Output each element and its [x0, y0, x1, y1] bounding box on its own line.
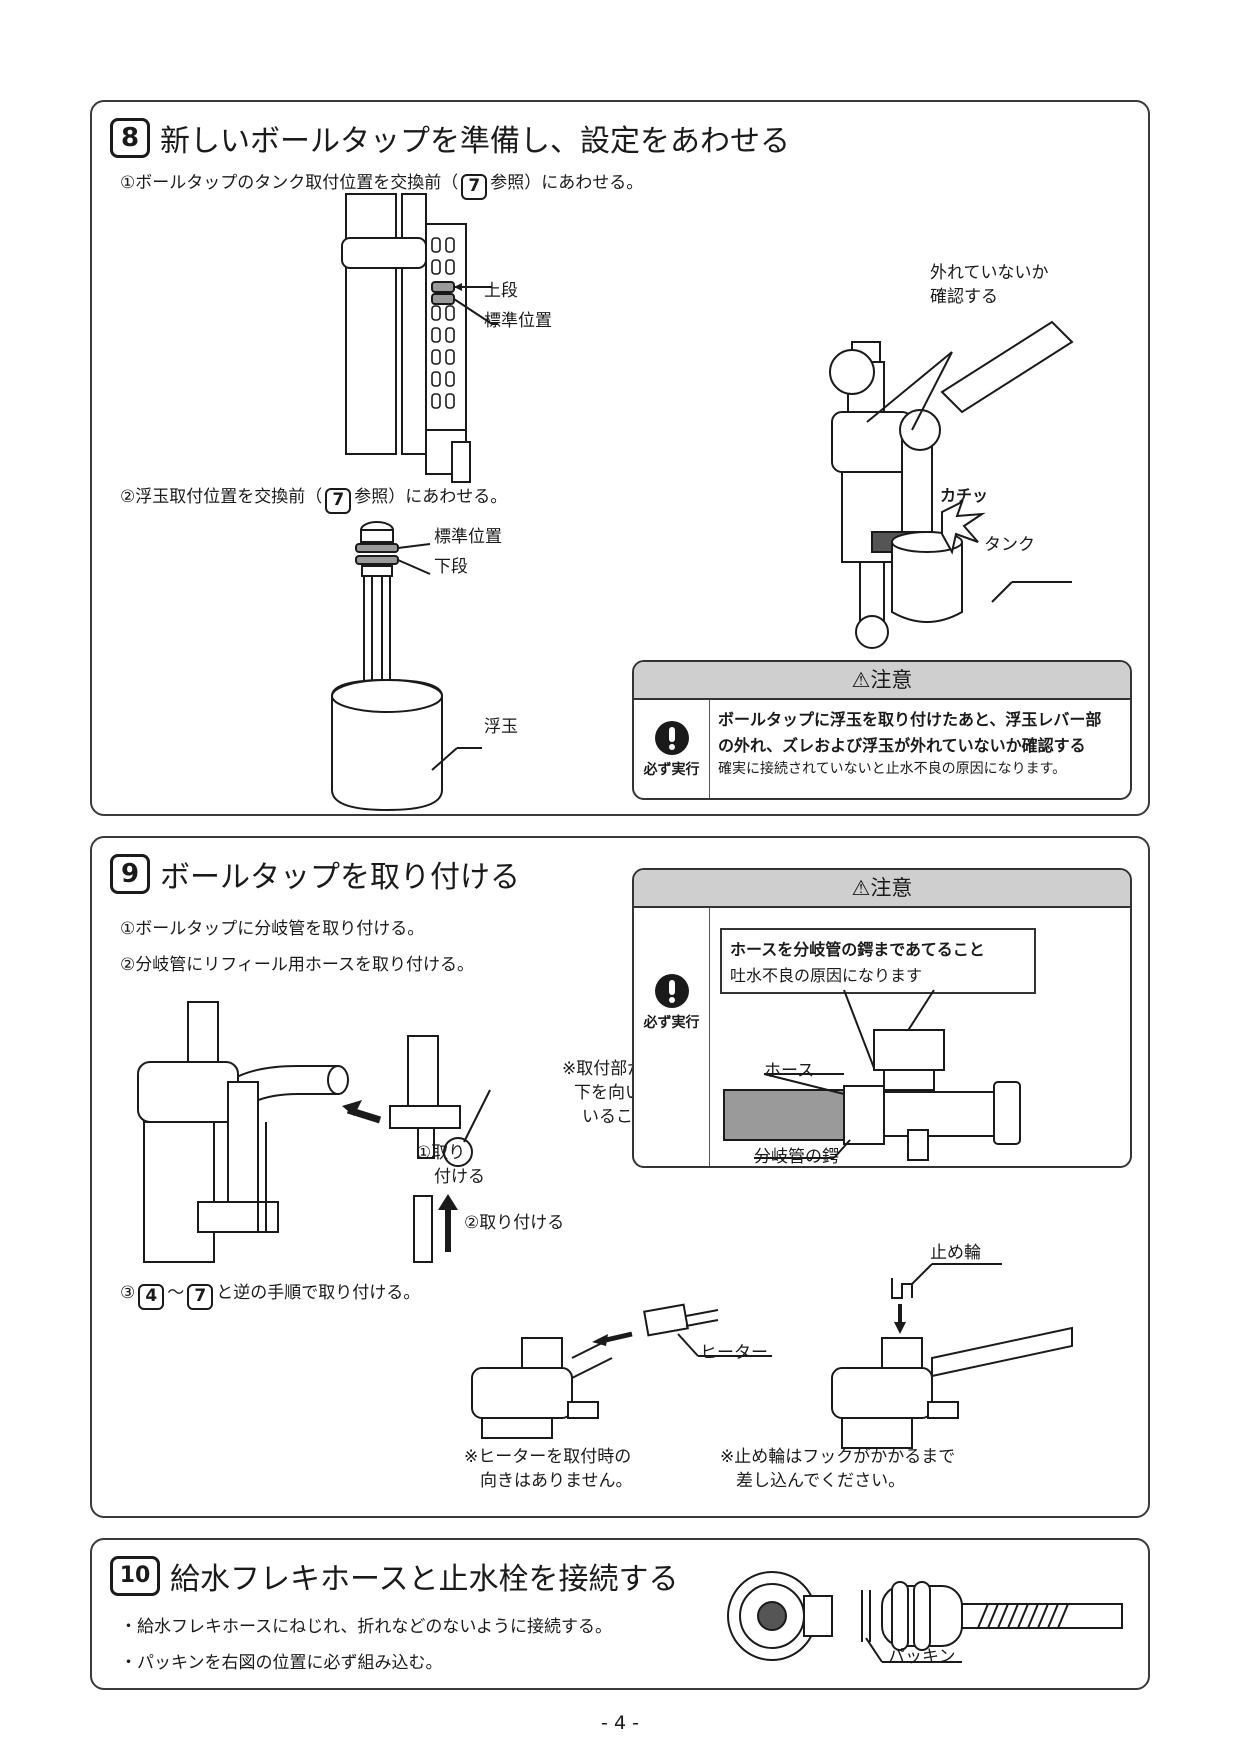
step-ref-badge: 7: [325, 487, 352, 514]
step8-title: 8 新しいボールタップを準備し、設定をあわせる: [110, 116, 790, 160]
label-click: カチッ: [940, 486, 989, 505]
step8-title-text: 新しいボールタップを準備し、設定をあわせる: [160, 124, 790, 159]
label-packing: パッキン: [888, 1647, 956, 1667]
step10-title-text: 給水フレキホースと止水栓を接続する: [170, 1562, 679, 1597]
note-attach-facing-line1: ※取付部が: [562, 1059, 645, 1079]
note-heater-line1: ※ヒーターを取付時の: [464, 1447, 632, 1467]
step-ref-badge: 7: [187, 1283, 214, 1310]
step8-number: 8: [110, 118, 150, 158]
step9-title-text: ボールタップを取り付ける: [160, 860, 520, 895]
label-attach-1-line2: 付ける: [434, 1167, 485, 1187]
stopper-ring-install-illustration: [831, 1263, 1073, 1449]
label-stopper-ring: 止め輪: [930, 1243, 981, 1263]
step9-instruction-1: ①ボールタップに分岐管を取り付ける。: [120, 919, 425, 939]
must-do-label: 必ず実行: [643, 1015, 700, 1031]
ball-tap-bracket-illustration: [341, 193, 498, 483]
branch-pipe-install-illustration: [137, 1001, 491, 1263]
step9-number: 9: [110, 854, 150, 894]
label-attach-2: ②取り付ける: [464, 1213, 565, 1233]
step-ref-badge: 4: [138, 1283, 165, 1310]
label-check-line2: 確認する: [930, 287, 998, 307]
hose-branch-pipe-illustration: [723, 989, 1021, 1161]
step10-title: 10 給水フレキホースと止水栓を接続する: [110, 1554, 679, 1598]
step-ref-badge: 7: [461, 173, 488, 200]
caution-heading: ⚠注意: [634, 870, 1130, 908]
caution-normal-text: 吐水不良の原因になります: [730, 966, 923, 985]
must-do-mark: 必ず実行: [634, 908, 710, 1166]
caution-callout-box: ホースを分岐管の鍔まであてること 吐水不良の原因になります: [720, 928, 1036, 994]
label-tank: タンク: [984, 535, 1035, 555]
caution-bold-text: ホースを分岐管の鍔まであてること: [730, 940, 985, 959]
step9-caution-box: ⚠注意 必ず実行 ホースを分岐管の鍔まであてること 吐水不良の原因になります: [632, 868, 1132, 1168]
label-standard-position: 標準位置: [484, 311, 552, 331]
step8-panel: 8 新しいボールタップを準備し、設定をあわせる ①ボールタップのタンク取付位置を…: [90, 100, 1150, 816]
heater-install-illustration: [471, 1303, 772, 1439]
label-float: 浮玉: [484, 717, 518, 737]
label-float-standard-position: 標準位置: [434, 527, 502, 547]
must-do-mark: 必ず実行: [634, 700, 710, 798]
float-illustration: [331, 521, 482, 812]
label-branch-flange: 分岐管の鍔: [754, 1147, 839, 1167]
note-ring-line2: 差し込んでください。: [736, 1471, 906, 1491]
exclamation-icon: [654, 721, 689, 755]
step10-bullet-2: ・パッキンを右図の位置に必ず組み込む。: [120, 1653, 443, 1673]
step8-caution-box: ⚠注意 必ず実行 ボールタップに浮玉を取り付けたあと、浮玉レバー部 の外れ、ズレ…: [632, 660, 1132, 800]
step9-panel: 9 ボールタップを取り付ける ①ボールタップに分岐管を取り付ける。 ②分岐管にリ…: [90, 836, 1150, 1518]
label-heater: ヒーター: [700, 1343, 768, 1363]
step9-instruction-2: ②分岐管にリフィール用ホースを取り付ける。: [120, 955, 475, 975]
caution-heading: ⚠注意: [634, 662, 1130, 700]
note-ring-line1: ※止め輪はフックがかかるまで: [720, 1447, 956, 1467]
step9-title: 9 ボールタップを取り付ける: [110, 852, 520, 896]
step10-panel: 10 給水フレキホースと止水栓を接続する ・給水フレキホースにねじれ、折れなどの…: [90, 1538, 1150, 1690]
exclamation-icon: [654, 974, 689, 1008]
label-check-line1: 外れていないか: [930, 263, 1049, 283]
label-upper-stage: 上段: [484, 281, 518, 301]
step10-number: 10: [110, 1556, 160, 1596]
ball-tap-tank-illustration: [829, 320, 1074, 649]
step10-bullet-1: ・給水フレキホースにねじれ、折れなどのないように接続する。: [120, 1617, 612, 1637]
note-heater-line2: 向きはありません。: [480, 1471, 633, 1491]
page-number: - 4 -: [601, 1712, 639, 1734]
label-attach-1-line1: ①取り: [416, 1143, 466, 1163]
label-lower-stage: 下段: [434, 557, 468, 577]
caution-line3: 確実に接続されていないと止水不良の原因になります。: [718, 761, 1067, 777]
caution-line2: の外れ、ズレおよび浮玉が外れていないか確認する: [718, 736, 1086, 755]
flexible-hose-packing-illustration: [727, 1571, 1123, 1663]
label-hose: ホース: [764, 1061, 815, 1081]
caution-line1: ボールタップに浮玉を取り付けたあと、浮玉レバー部: [718, 710, 1102, 729]
must-do-label: 必ず実行: [643, 762, 700, 778]
